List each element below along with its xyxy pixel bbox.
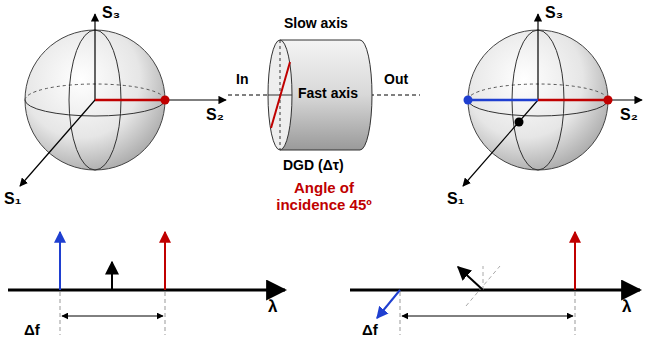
axis-label: S₃: [102, 4, 120, 22]
axis-name: Fast axis: [298, 86, 358, 101]
axis-name: Slow axis: [284, 16, 348, 31]
axis-label: S₁: [4, 190, 21, 208]
axis-label: S₃: [545, 4, 563, 22]
port-label: In: [236, 72, 248, 87]
dimension-label: Δf: [362, 322, 378, 339]
dgd-label: DGD (Δτ): [283, 158, 344, 173]
spectrum-plot: [8, 232, 285, 335]
axis-label: S₂: [206, 106, 224, 124]
birefringent-cylinder: [228, 40, 420, 150]
axis-label: S₂: [620, 106, 638, 124]
axis-label: λ: [268, 298, 277, 317]
poincare-sphere: [463, 14, 642, 186]
incidence-note: Angle of incidence 45º: [262, 180, 386, 213]
port-label: Out: [384, 72, 408, 87]
spectrum-plot: [350, 232, 640, 335]
axis-label: λ: [622, 298, 631, 317]
poincare-sphere: [20, 14, 226, 186]
dimension-label: Δf: [24, 322, 40, 339]
axis-label: S₁: [447, 190, 464, 208]
